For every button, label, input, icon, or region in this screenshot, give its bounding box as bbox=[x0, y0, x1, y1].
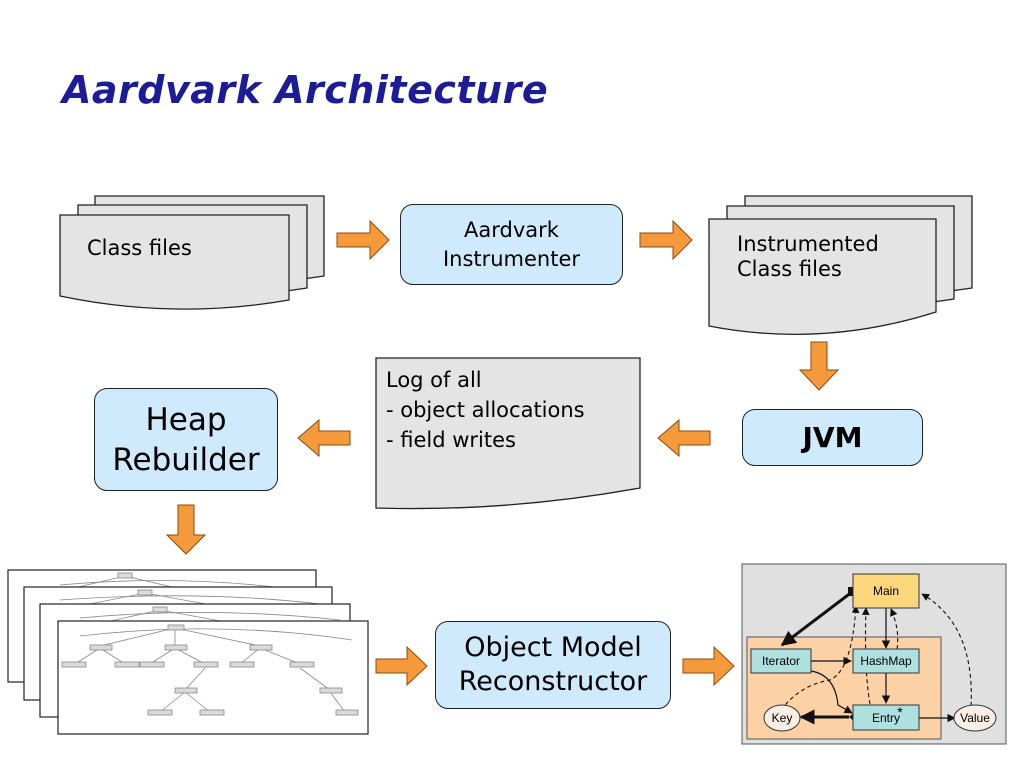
instrumented-files-stack bbox=[708, 195, 973, 335]
model-hashmap-label: HashMap bbox=[860, 654, 912, 668]
instrumenter-line2: Instrumenter bbox=[442, 246, 581, 271]
log-line1: Log of all bbox=[386, 368, 482, 392]
model-entry-multiplicity: * bbox=[897, 704, 903, 720]
heap-line1: Heap bbox=[145, 401, 227, 438]
model-iterator-label: Iterator bbox=[762, 654, 800, 668]
arrow-graphs-to-omr bbox=[375, 645, 428, 687]
flow-arrows bbox=[165, 219, 840, 687]
model-key-label: Key bbox=[772, 711, 793, 725]
instrumenter-line1: Aardvark bbox=[464, 217, 559, 242]
arrow-jvm-to-log bbox=[657, 418, 711, 458]
class-files-stack bbox=[59, 195, 325, 310]
log-line3: - field writes bbox=[386, 428, 516, 452]
heap-rebuilder-node: Heap Rebuilder bbox=[94, 388, 278, 491]
arrow-heap-to-graphs bbox=[165, 504, 207, 555]
arrow-class-to-instrumenter bbox=[336, 219, 390, 261]
class-files-label: Class files bbox=[87, 236, 192, 260]
slide-title: Aardvark Architecture bbox=[62, 68, 549, 112]
log-line2: - object allocations bbox=[386, 398, 585, 422]
arrow-instrumented-to-jvm bbox=[798, 341, 840, 391]
jvm-label: JVM bbox=[802, 421, 863, 454]
arrow-instrumenter-to-instrumented bbox=[639, 219, 693, 261]
heap-graph-stack bbox=[7, 569, 369, 735]
jvm-node: JVM bbox=[742, 409, 923, 466]
instrumented-files-line1: Instrumented bbox=[737, 232, 879, 256]
arrow-log-to-heap bbox=[297, 418, 351, 458]
model-main-label: Main bbox=[873, 584, 899, 598]
aardvark-instrumenter-node: Aardvark Instrumenter bbox=[400, 204, 623, 285]
instrumented-files-line2: Class files bbox=[737, 257, 842, 281]
log-document bbox=[375, 357, 641, 510]
model-value-label: Value bbox=[960, 711, 990, 725]
instrumented-files-label: Instrumented Class files bbox=[737, 232, 879, 282]
heap-line2: Rebuilder bbox=[112, 441, 260, 478]
log-label: Log of all - object allocations - field … bbox=[386, 365, 585, 455]
object-model-diagram: Main Iterator HashMap Entry * Key Value bbox=[741, 563, 1007, 745]
omr-line1: Object Model bbox=[464, 632, 642, 663]
arrow-omr-to-model bbox=[682, 645, 735, 687]
omr-line2: Reconstructor bbox=[458, 666, 648, 697]
object-model-reconstructor-node: Object Model Reconstructor bbox=[435, 621, 671, 709]
model-entry-label: Entry bbox=[872, 711, 900, 725]
